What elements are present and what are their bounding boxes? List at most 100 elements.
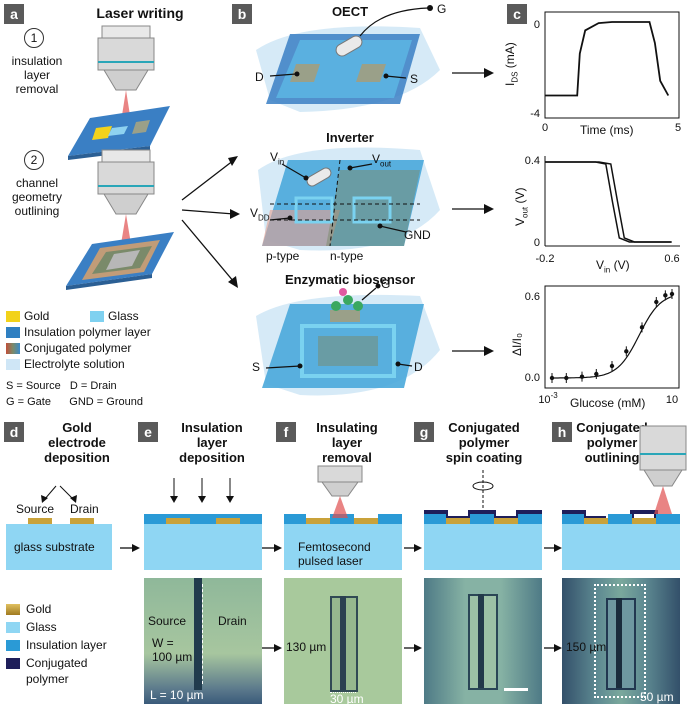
inverter-label-gnd: GND bbox=[404, 228, 431, 242]
legend-swatch-conjugated bbox=[6, 343, 20, 354]
plot3-point bbox=[609, 363, 615, 369]
plot3-data bbox=[549, 289, 675, 383]
plot3-point bbox=[549, 375, 555, 381]
legend-b-swatch-gold bbox=[6, 604, 20, 615]
plot3-xlabel: Glucose (mM) bbox=[570, 396, 646, 410]
micro-f-130: 130 µm bbox=[286, 640, 327, 654]
micrograph-h bbox=[562, 578, 680, 704]
panel-label-g: g bbox=[414, 422, 434, 442]
legend-swatch-glass bbox=[90, 311, 104, 322]
legend-b-label-polymer: polymer bbox=[26, 672, 69, 686]
chip-2 bbox=[66, 232, 174, 290]
plot3-ytick-1: 0.0 bbox=[525, 372, 540, 384]
inverter-title: Inverter bbox=[326, 130, 374, 145]
micrograph-g-channel bbox=[478, 594, 484, 688]
panel-label-h: h bbox=[552, 422, 572, 442]
bio-label-g: G bbox=[381, 277, 391, 291]
panel-label-b: b bbox=[232, 4, 252, 24]
d-gold-left bbox=[28, 518, 52, 524]
oect-label-s: S bbox=[410, 72, 419, 86]
plot2-xlabel: Vin (V) bbox=[596, 258, 630, 275]
micro-w: W =100 µm bbox=[152, 636, 193, 664]
abbrev-line-2: G = Gate GND = Ground bbox=[6, 396, 143, 408]
legend-b-label-glass: Glass bbox=[26, 620, 57, 634]
legend-swatch-electrolyte bbox=[6, 359, 20, 370]
legend-b-swatch-insulation bbox=[6, 640, 20, 651]
oect-label-g: G bbox=[437, 2, 447, 16]
legend-label-conjugated: Conjugated polymer bbox=[24, 341, 132, 355]
legend-b-label-conjugated: Conjugated bbox=[26, 656, 88, 670]
micrograph-f-scale-30 bbox=[330, 692, 356, 693]
plot2-curves bbox=[545, 161, 672, 243]
micro-h-150: 150 µm bbox=[566, 640, 607, 654]
plot3-point bbox=[624, 349, 629, 354]
inverter-device bbox=[258, 147, 440, 251]
plot1-xlabel: Time (ms) bbox=[580, 123, 634, 137]
plot2-ytick-1: 0 bbox=[534, 237, 540, 249]
micrograph-h-outline bbox=[594, 584, 646, 698]
plot1-xtick-1: 5 bbox=[675, 122, 681, 134]
plot1-ytick-0: 0 bbox=[534, 19, 540, 31]
plot3-point bbox=[564, 375, 569, 381]
panel-label-f: f bbox=[276, 422, 296, 442]
plot3-frame bbox=[544, 285, 680, 389]
step1-number: 1 bbox=[24, 28, 44, 48]
plot3-fit-line bbox=[552, 296, 673, 379]
plot3-point bbox=[579, 374, 585, 379]
oect-title: OECT bbox=[331, 4, 369, 19]
plot1-frame bbox=[544, 11, 680, 119]
step2-number: 2 bbox=[24, 150, 44, 170]
micrograph-e-channel bbox=[194, 578, 202, 690]
biosensor-title: Enzymatic biosensor bbox=[284, 272, 416, 287]
biosensor-device bbox=[256, 283, 440, 396]
inverter-label-vout: Vout bbox=[372, 152, 392, 169]
panel-a-title: Laser writing bbox=[96, 5, 184, 21]
legend-label-insulation: Insulation polymer layer bbox=[24, 325, 151, 339]
bio-label-d: D bbox=[414, 360, 423, 374]
legend-swatch-insulation bbox=[6, 327, 20, 338]
plot3-xtick-0: 10-3 bbox=[538, 391, 558, 406]
panel-label-a: a bbox=[4, 4, 24, 24]
legend-label-glass: Glass bbox=[108, 309, 139, 323]
micrograph-g bbox=[424, 578, 542, 704]
legend-b-label-gold: Gold bbox=[26, 602, 52, 616]
d-glass bbox=[6, 524, 112, 570]
plot3-ytick-0: 0.6 bbox=[525, 291, 540, 303]
objective-lens-icon-1 bbox=[97, 25, 155, 128]
oect-label-d: D bbox=[255, 70, 264, 84]
plot1-xtick-0: 0 bbox=[542, 122, 548, 134]
scale-bar bbox=[504, 688, 528, 691]
inverter-label-ntype: n-type bbox=[330, 249, 364, 263]
legend-b-swatch-conjugated bbox=[6, 658, 20, 669]
plot1-curve bbox=[545, 21, 670, 97]
plot2-ytick-0: 0.4 bbox=[525, 155, 540, 167]
plot3-point bbox=[654, 299, 659, 305]
plot1-ytick-1: -4 bbox=[530, 108, 540, 120]
micrograph-f-channel bbox=[340, 596, 346, 690]
plot3-xtick-1: 10 bbox=[666, 394, 678, 406]
inverter-label-ptype: p-type bbox=[266, 249, 300, 263]
d-label-glass: glass substrate bbox=[14, 540, 95, 554]
micrograph-h-channel bbox=[616, 598, 622, 688]
panel-label-c: c bbox=[507, 4, 527, 24]
inverter-label-vdd: VDD bbox=[250, 206, 270, 223]
micro-f-30: 30 µm bbox=[330, 692, 364, 706]
plot3-point bbox=[639, 325, 645, 330]
d-gold-right bbox=[70, 518, 94, 524]
plot3-point bbox=[669, 291, 675, 297]
legend-label-electrolyte: Electrolyte solution bbox=[24, 357, 125, 371]
inverter-label-vin: Vin bbox=[270, 150, 285, 167]
plot3-point bbox=[663, 293, 668, 298]
d-label-drain: Drain bbox=[70, 502, 99, 516]
micro-source: Source bbox=[148, 614, 187, 628]
